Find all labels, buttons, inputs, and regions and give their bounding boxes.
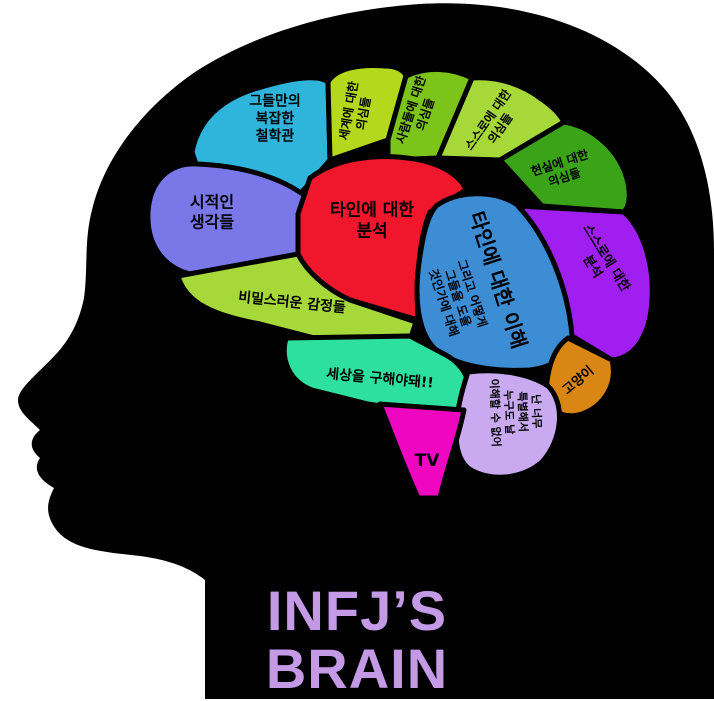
label-line: 특별해서 [515, 391, 530, 432]
region-tv [377, 401, 467, 501]
title-line-2: BRAIN [265, 637, 449, 700]
label-line: 철학관 [256, 127, 295, 144]
region-special [453, 368, 562, 480]
label-line: 분석 [356, 222, 387, 242]
label-line: 누구도 날 [502, 390, 518, 435]
label-line: 시적인 [190, 193, 234, 212]
region-understanding [414, 191, 578, 373]
label-line: 그들만의 [249, 92, 301, 109]
region-poetic [145, 161, 311, 279]
label-line: 의심들 [353, 96, 374, 131]
title-line-1: INFJ’S [266, 579, 448, 642]
label-special: 난 너무특별해서누구도 날이해할 수 없어 [487, 377, 545, 447]
region-self-analysis [515, 203, 655, 363]
label-line: 이해할 수 없어 [487, 378, 503, 447]
label-line: 복잡한 [256, 110, 295, 127]
label-line: 생각들 [190, 213, 234, 232]
label-tv: TV [415, 451, 441, 471]
label-line: 난 너무 [529, 394, 544, 429]
label-line: 타인에 대한 [330, 200, 414, 220]
